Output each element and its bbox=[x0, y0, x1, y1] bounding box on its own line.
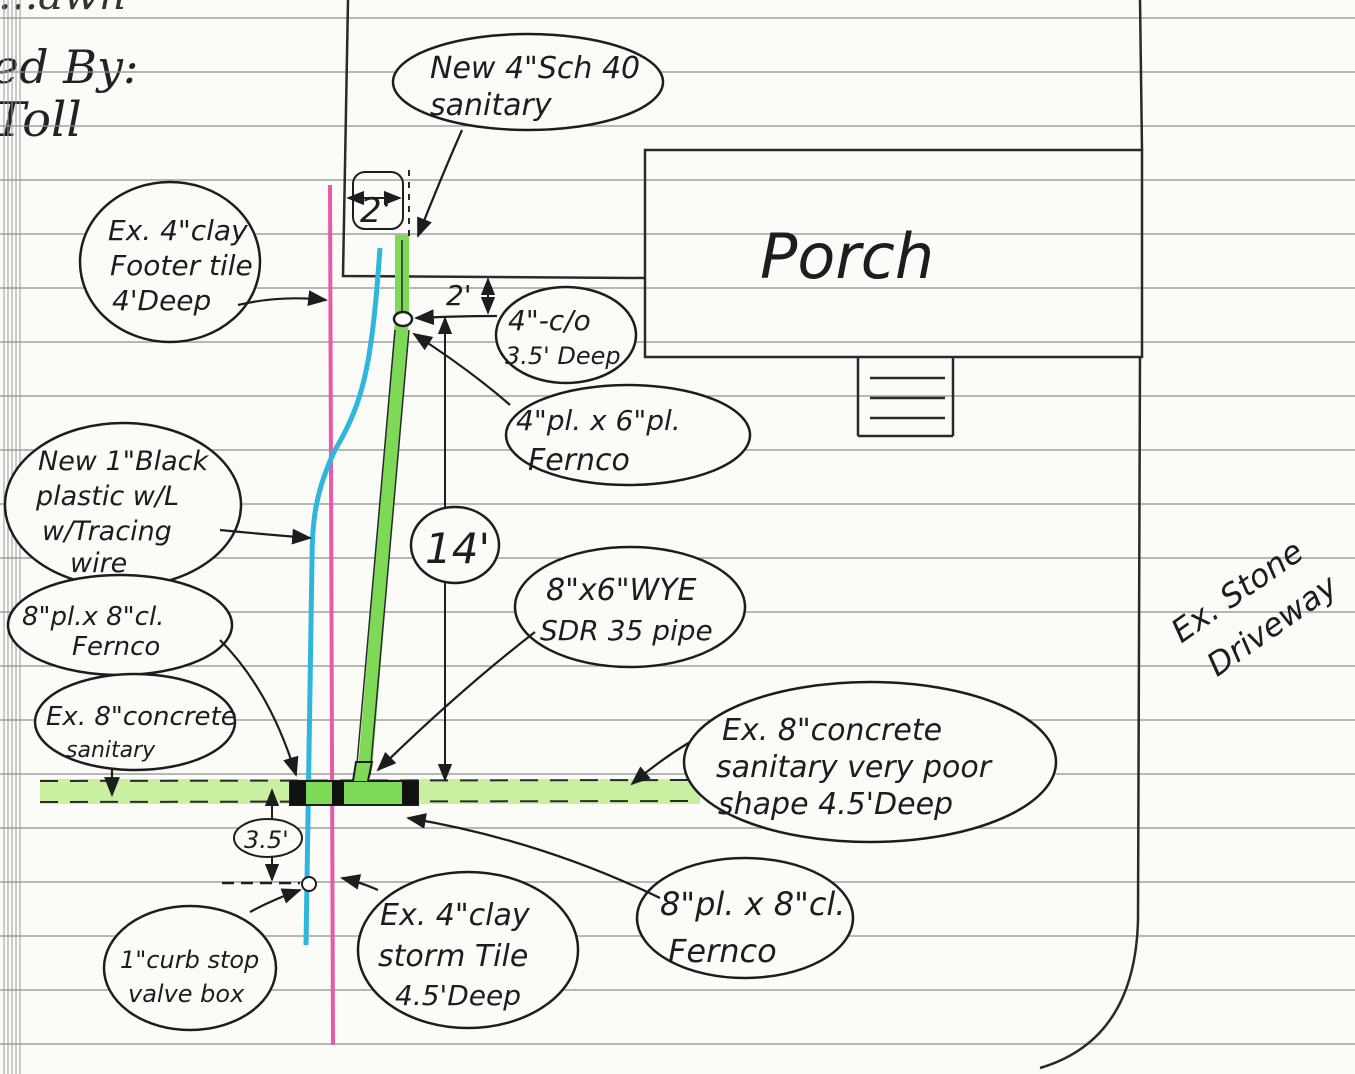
title-fragment-2: ...ed By: bbox=[0, 40, 139, 94]
title-fragment-1: ...awn bbox=[0, 0, 126, 19]
ruled-lines bbox=[0, 17, 1355, 1045]
footer-tile-label: Ex. 4"clay Footer tile 4'Deep bbox=[108, 214, 262, 317]
driveway-label: Ex. Stone Driveway bbox=[1164, 526, 1346, 689]
porch-steps bbox=[856, 357, 955, 438]
storm-tile-label: Ex. 4"clay storm Tile 4.5'Deep bbox=[378, 898, 539, 1012]
house-outline bbox=[341, 0, 1144, 1070]
water-line-label: New 1"Black plastic w/L w/Tracing wire bbox=[35, 446, 217, 579]
fernco-coupling-icon bbox=[290, 781, 306, 805]
ex-sanitary-right-label: Ex. 8"concrete sanitary very poor shape … bbox=[716, 713, 1001, 822]
fernco-4x6-label: 4"pl. x 6"pl. Fernco bbox=[516, 404, 690, 478]
cleanout-label: 4"-c/o 3.5' Deep bbox=[505, 304, 621, 370]
new-sanitary-label: New 4"Sch 40 sanitary bbox=[430, 51, 650, 123]
title-fragment-3: ...Toll bbox=[0, 92, 82, 148]
curb-stop-label: 1"curb stop valve box bbox=[120, 946, 267, 1008]
dim-14: 14' bbox=[425, 524, 490, 573]
wye-label: 8"x6"WYE SDR 35 pipe bbox=[540, 573, 713, 647]
fernco-8x8-right-label: 8"pl. x 8"cl. Fernco bbox=[660, 885, 856, 970]
wye-fitting bbox=[352, 761, 374, 782]
porch-label: Porch bbox=[760, 220, 934, 293]
storm-tile-line bbox=[328, 184, 335, 1046]
fernco-coupling-icon bbox=[332, 781, 344, 805]
fernco-8x8-left-label: 8"pl.x 8"cl. Fernco bbox=[22, 602, 173, 662]
dim-3-5: 3.5' bbox=[244, 826, 289, 854]
new-plastic-section bbox=[289, 780, 419, 806]
water-line bbox=[303, 247, 383, 946]
cleanout-icon bbox=[392, 310, 414, 328]
curb-stop-icon bbox=[301, 876, 317, 892]
ex-sanitary-left-label: Ex. 8"concrete sanitary bbox=[46, 702, 245, 763]
dim-2-side: 2' bbox=[446, 279, 472, 312]
fernco-coupling-icon bbox=[402, 781, 418, 805]
arrow-icon bbox=[104, 129, 691, 913]
